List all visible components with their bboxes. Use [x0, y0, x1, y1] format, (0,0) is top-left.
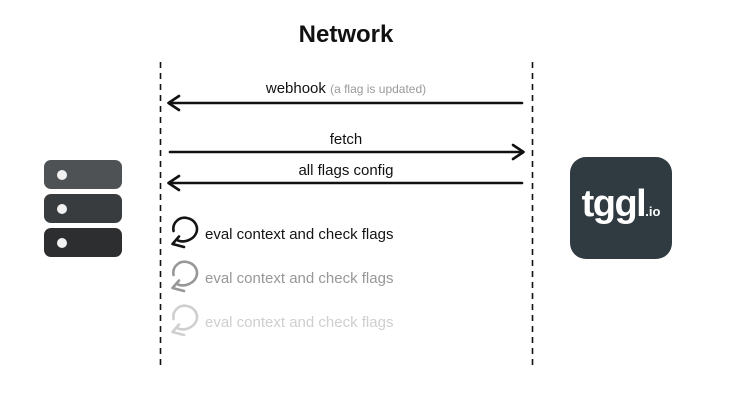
webhook-note: (a flag is updated): [330, 82, 427, 96]
server-icon: [44, 160, 122, 262]
server-led-dot: [57, 237, 67, 248]
eval-loop-arrow-2: [171, 260, 199, 293]
tggl-logo-text: tggl: [581, 182, 647, 225]
server-rack-1: [44, 160, 122, 189]
network-title: Network: [298, 21, 394, 48]
server-led-dot: [57, 203, 67, 214]
tggl-logo-suffix: .io: [645, 203, 661, 219]
eval-loop-label-1: eval context and check flags: [205, 226, 394, 243]
server-rack-2: [44, 194, 122, 223]
all-flags-config-label: all flags config: [298, 162, 394, 179]
eval-loop-arrow-3: [171, 304, 199, 337]
eval-loop-arrow-1: [171, 216, 199, 249]
eval-loop-label-2: eval context and check flags: [205, 270, 394, 287]
webhook-label-text: webhook: [265, 80, 326, 97]
server-rack-3: [44, 228, 122, 257]
webhook-label: webhook (a flag is updated): [266, 80, 426, 98]
tggl-logo: tggl.io: [570, 157, 672, 259]
fetch-label: fetch: [329, 131, 363, 148]
server-led-dot: [57, 169, 67, 180]
tggl-logo-wordmark: tggl.io: [582, 183, 661, 226]
fetch-arrow: [168, 143, 525, 161]
all-flags-config-arrow: [167, 174, 524, 192]
eval-loop-label-3: eval context and check flags: [205, 314, 394, 331]
webhook-arrow: [167, 94, 524, 112]
